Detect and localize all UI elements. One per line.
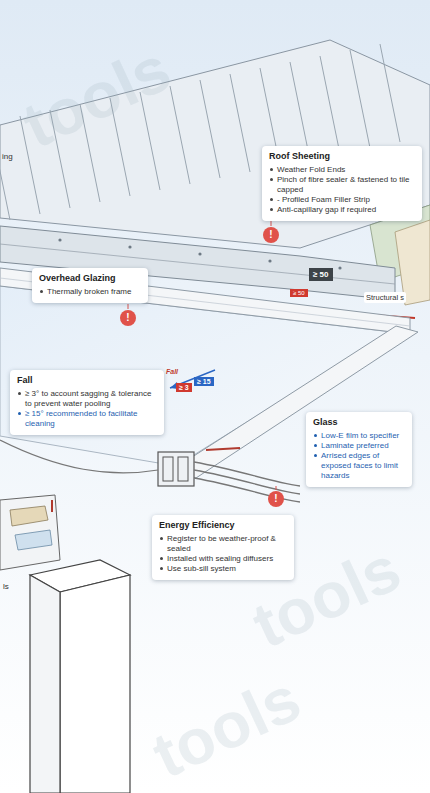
callout-title: Energy Efficiency [159,520,287,531]
gasket [206,448,240,450]
bullet-text: Low-E film to specifier [321,431,399,440]
bullet-dot [160,567,163,570]
callout-bullet: Use sub-sill system [159,564,287,574]
bullet-text: Arrised edges of exposed faces to limit … [321,451,398,480]
bullet-text: Thermally broken frame [47,287,131,296]
callout-bullet: - Profiled Foam Filler Strip [269,195,415,205]
callout-bullet: ≥ 3° to account sagging & tolerance to p… [17,389,157,409]
frame-chamber [178,457,188,481]
top-frame-bar [0,268,410,334]
bullet-text: Register to be weather-proof & sealed [167,534,276,553]
gutter-detail [0,495,60,570]
bullet-dot [18,392,21,395]
callout-title: Fall [17,375,157,386]
warning-icon: ! [263,227,279,243]
title-text: Fall [17,375,33,385]
bullet-dot [160,557,163,560]
sheet-ridge [320,56,340,154]
frame-section [158,452,194,486]
part-name: ls [3,582,9,591]
bullet-dot [314,454,317,457]
part-name: Structural s [364,292,406,303]
flashing [0,226,395,300]
callout-bullet: Pinch of fibre sealer & fastened to tile… [269,175,415,195]
flashing-detail [15,530,52,550]
bullet-text: Weather Fold Ends [277,165,345,174]
bullet-dot [160,537,163,540]
leader-line [128,304,129,309]
bullet-dot [270,198,273,201]
callout-box: Overhead GlazingThermally broken frame [32,268,148,303]
bullet-dot [40,290,43,293]
callout-bullet: Thermally broken frame [39,287,141,297]
wall-face [60,575,130,793]
sheet-ridge [350,50,370,148]
dimension-tag: ≥ 50 [290,289,308,297]
fall-label: Fall [166,368,178,375]
sheet-ridge [200,80,220,178]
flashing-fold [0,244,395,284]
bullet-dot [270,168,273,171]
leader-line [276,486,277,490]
fixings [58,238,341,269]
callout-bullet: Register to be weather-proof & sealed [159,534,287,554]
sheet-ridge [380,44,400,142]
frame-chamber [163,457,173,481]
callout-box: GlassLow-E film to specifierLaminate pre… [306,412,412,487]
bullet-text: - Profiled Foam Filler Strip [277,195,370,204]
callout-bullet: Low-E film to specifier [313,431,405,441]
callout-box: Energy EfficiencyRegister to be weather-… [152,515,294,580]
title-text: Overhead Glazing [39,273,116,283]
callout-bullet: Weather Fold Ends [269,165,415,175]
bullet-text: ≥ 3° to account sagging & tolerance to p… [25,389,151,408]
sheet-ridge [0,122,10,220]
callout-title: Roof Sheeting [269,151,415,162]
bullet-text: Laminate preferred [321,441,389,450]
callout-box: Roof SheetingWeather Fold EndsPinch of f… [262,146,422,221]
bullet-dot [270,178,273,181]
seal-bead [51,500,53,512]
bullet-dot [18,412,21,415]
title-text: Roof Sheeting [269,151,330,161]
dimension-tag: ≥ 15 [194,377,214,386]
title-text: Energy Efficiency [159,520,235,530]
bullet-dot [314,434,317,437]
bullet-text: Use sub-sill system [167,564,236,573]
bullet-dot [314,444,317,447]
callout-title: Glass [313,417,405,428]
warning-icon: ! [268,491,284,507]
bullet-dot [270,208,273,211]
dimension-tag: ≥ 3 [176,383,192,392]
sheet-ridge [230,74,250,172]
bullet-text: Pinch of fibre sealer & fastened to tile… [277,175,410,194]
warning-icon: ! [120,310,136,326]
wall-side [30,575,60,793]
callout-bullet: Installed with sealing diffusers [159,554,287,564]
bullet-text: Installed with sealing diffusers [167,554,273,563]
bullet-text: Anti-capillary gap if required [277,205,376,214]
callout-box: Fall ≥ 3° to account sagging & tolerance … [10,370,164,435]
callout-title: Overhead Glazing [39,273,141,284]
title-text: Glass [313,417,338,427]
part-name: ing [2,152,13,161]
bottom-curve [0,440,158,473]
frame-profile-run [194,462,300,502]
callout-bullet: Arrised edges of exposed faces to limit … [313,451,405,481]
bullet-text: ≥ 15° recommended to facilitate cleaning [25,409,138,428]
insulation [10,506,48,526]
callout-bullet: Laminate preferred [313,441,405,451]
callout-bullet: Anti-capillary gap if required [269,205,415,215]
callout-bullet: ≥ 15° recommended to facilitate cleaning [17,409,157,429]
dimension-tag: ≥ 50 [309,268,333,281]
